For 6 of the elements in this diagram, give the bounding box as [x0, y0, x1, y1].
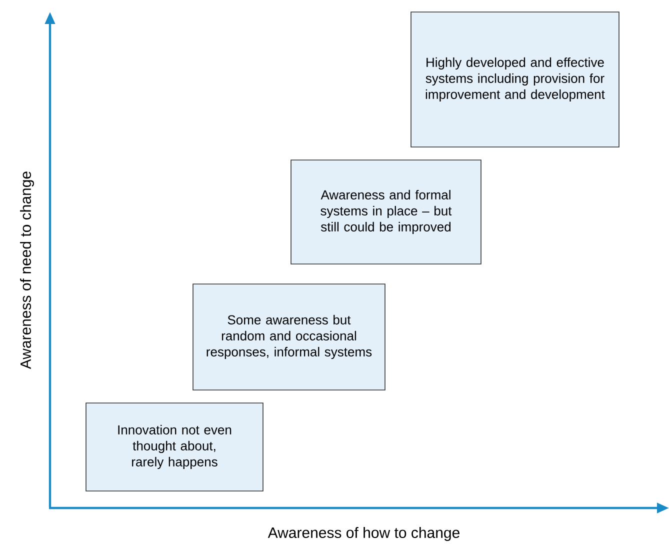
axis-label: Awareness of how to change	[268, 527, 460, 541]
axis-label: Awareness of need to change	[20, 172, 34, 370]
text-box: Some awareness but random and occasional responses, informal systems	[192, 284, 386, 390]
text-box: Highly developed and effective systems including provision for improvement and development	[410, 12, 620, 148]
text-box: Awareness and formal systems in place – but still could be improved	[290, 160, 482, 264]
text-box: Innovation not even thought about, rarely happens	[86, 402, 264, 492]
